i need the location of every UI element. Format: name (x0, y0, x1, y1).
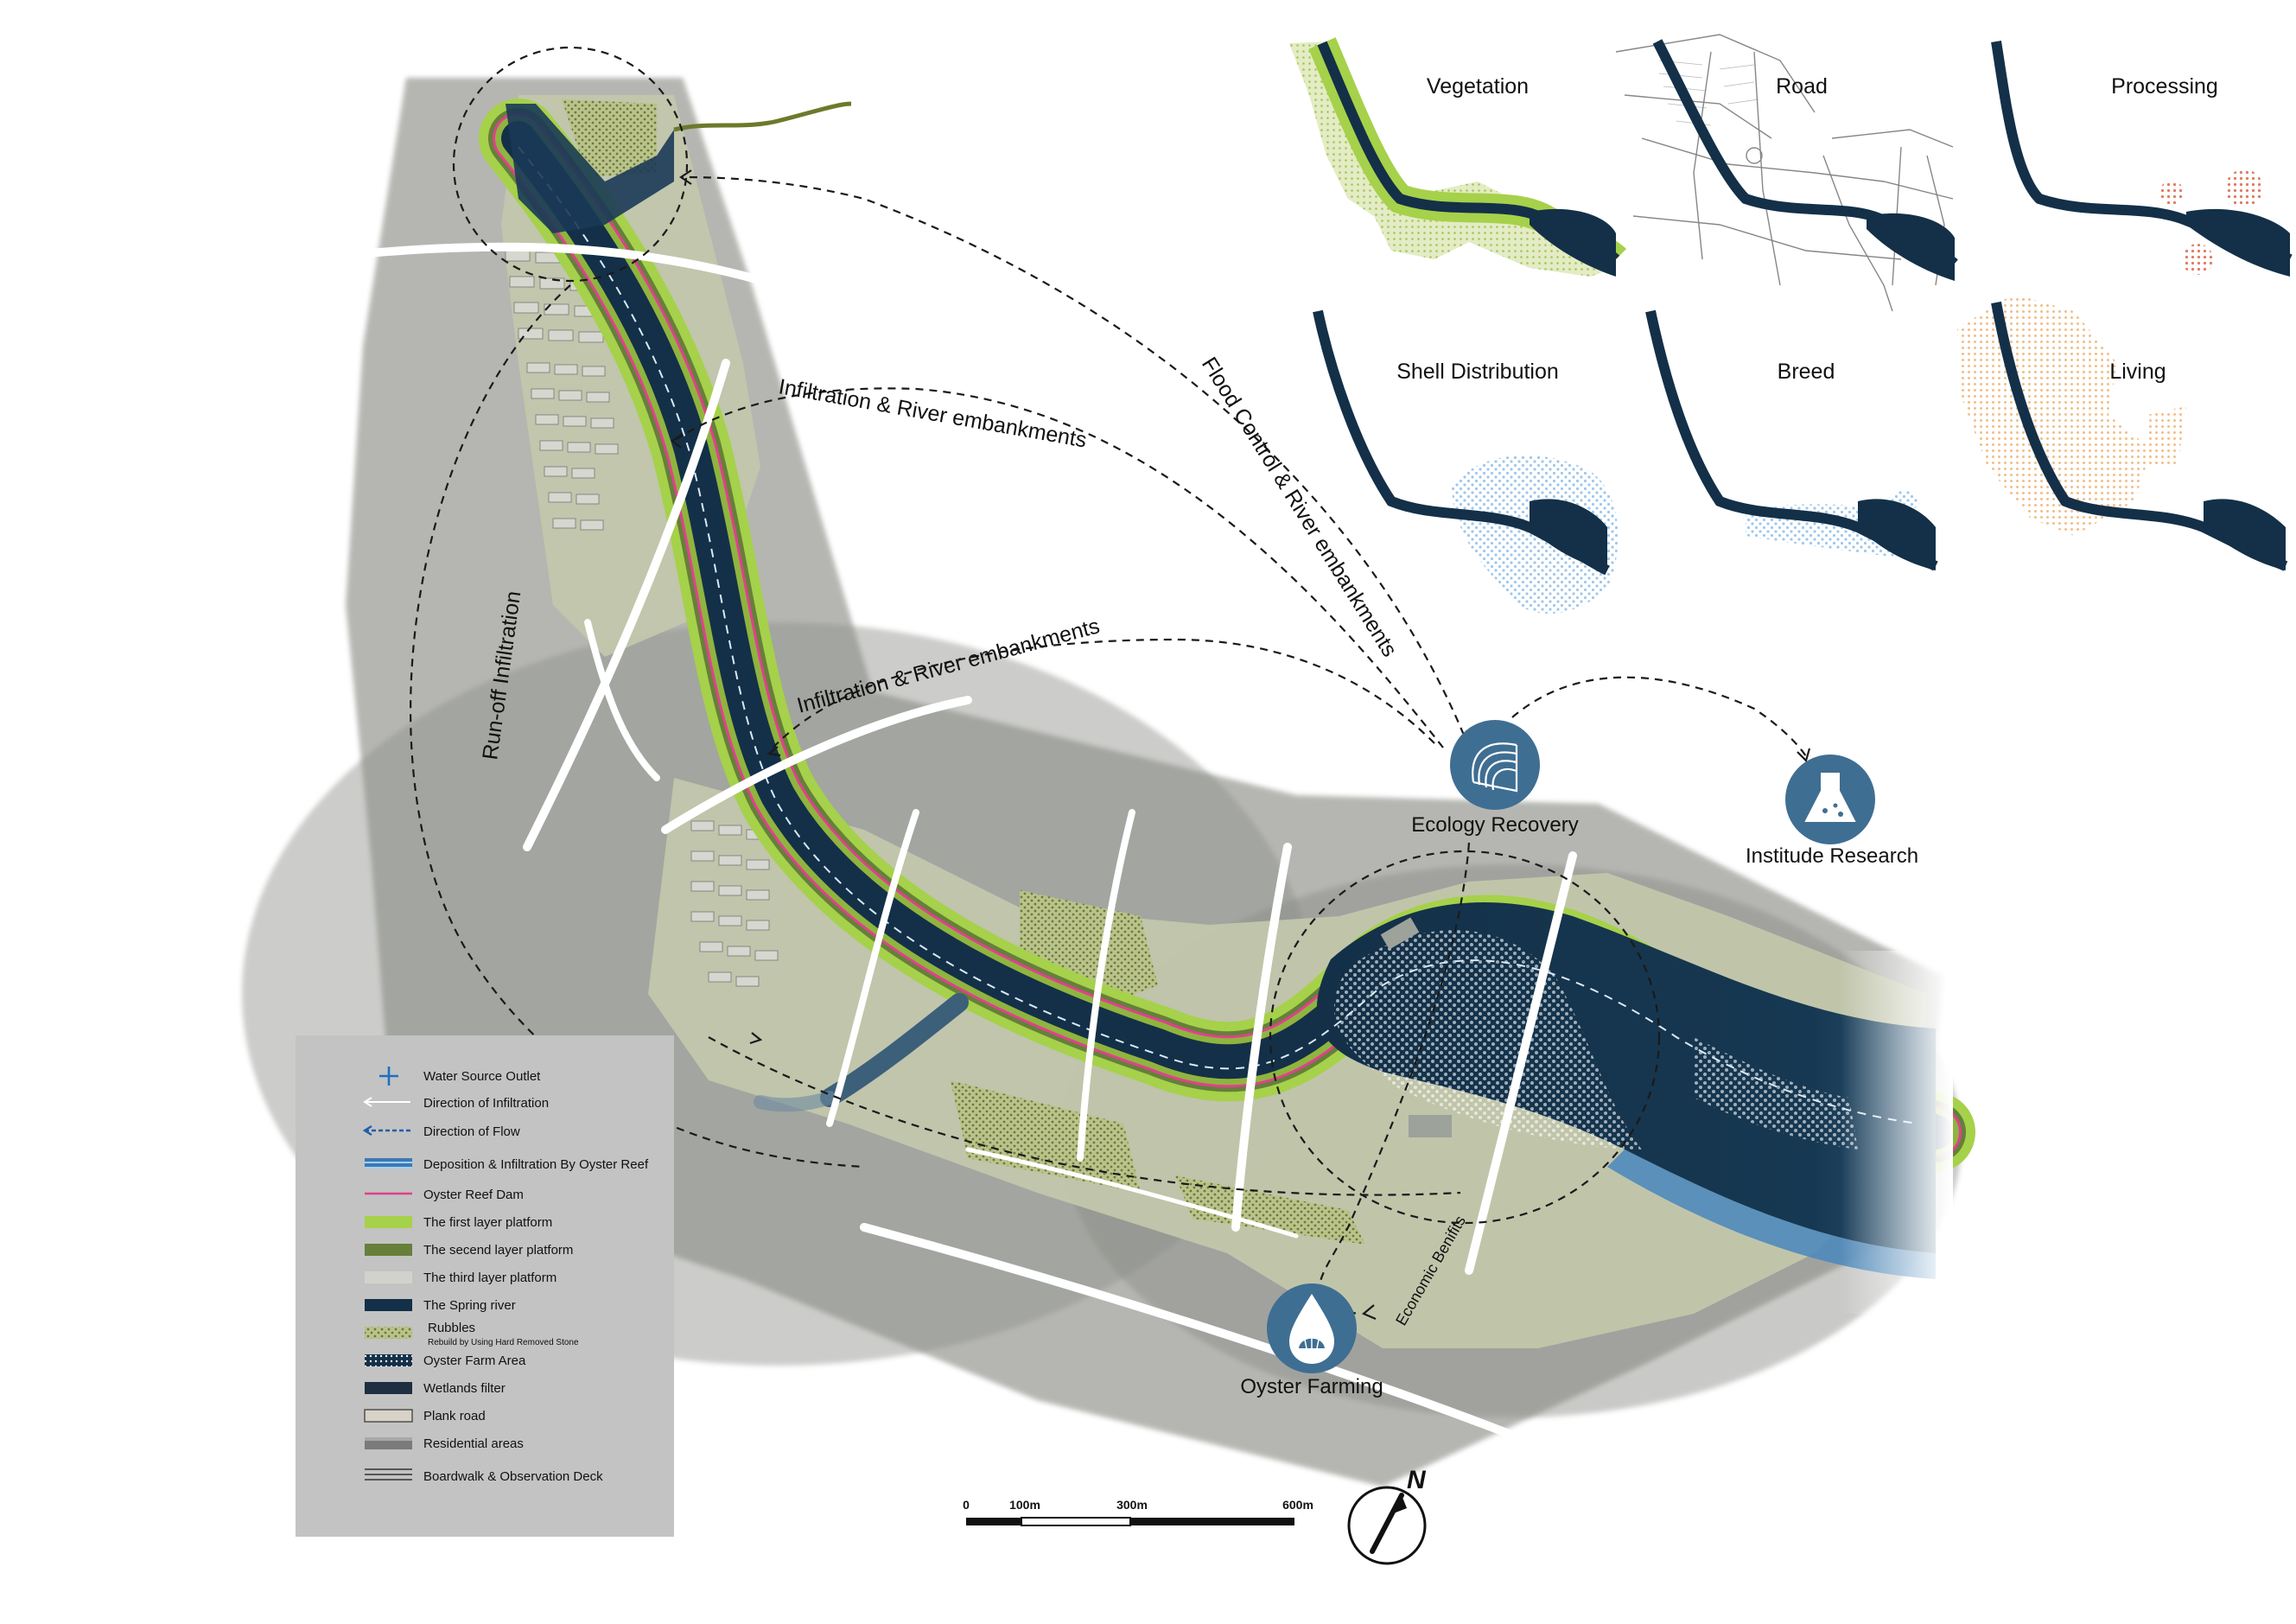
headwater-wetlands (506, 104, 674, 233)
north-label: N (1407, 1466, 1427, 1494)
scallop-drop-icon (1289, 1294, 1334, 1364)
legend-sub-9: Rebuild by Using Hard Removed Stone (428, 1338, 579, 1347)
thumbnail-label-road: Road (1776, 74, 1828, 99)
institude-research-node: Institude Research (1746, 755, 1918, 868)
thumbnail-label-vegetation: Vegetation (1427, 74, 1529, 99)
north-arrow: N (1347, 1466, 1427, 1565)
legend-label-5: The first layer platform (423, 1215, 552, 1230)
thumbnail-label-breed: Breed (1778, 360, 1835, 384)
legend-symbol-first-layer (365, 1216, 412, 1228)
legend-label-9: Rubbles (428, 1321, 475, 1335)
processing-site-1 (2159, 181, 2184, 205)
legend-symbol-rubbles (365, 1327, 412, 1339)
map-base (242, 78, 1975, 1487)
thumbnail-vegetation: Vegetation (1289, 37, 1627, 277)
legend-symbol-wetlands (365, 1382, 412, 1394)
legend-symbol-second-layer (365, 1244, 412, 1256)
runoff-arc-lower (708, 1036, 1461, 1196)
legend-label-10: Oyster Farm Area (423, 1353, 526, 1368)
legend-symbol-water-source (379, 1067, 398, 1086)
legend-label-2: Direction of Flow (423, 1124, 520, 1139)
scale-bar: 0 100m 300m 600m (963, 1498, 1313, 1526)
flask-icon (1804, 773, 1856, 822)
oyster-farm-area (1333, 930, 1642, 1150)
legend-symbol-residential (365, 1437, 412, 1449)
thumbnail-label-living: Living (2109, 360, 2166, 384)
processing-site-3 (2182, 244, 2213, 275)
legend-label-3: Deposition & Infiltration By Oyster Reef (423, 1157, 649, 1172)
legend-label-4: Oyster Reef Dam (423, 1188, 524, 1202)
arrow-heads (671, 169, 1811, 1321)
legend-symbol-boardwalk (365, 1468, 412, 1481)
fade-right (1841, 951, 1953, 1314)
scale-tick-600: 600m (1282, 1498, 1313, 1512)
observation-building-1 (1380, 917, 1420, 950)
ecology-recovery-label: Ecology Recovery (1411, 813, 1578, 837)
legend-label-14: Boardwalk & Observation Deck (423, 1469, 603, 1484)
rubble-field-top (562, 99, 657, 177)
thumbnail-label-shell-distribution: Shell Distribution (1396, 360, 1559, 384)
scale-tick-100: 100m (1009, 1498, 1040, 1512)
tributary-fade (754, 1091, 836, 1112)
infiltration-lower-arc (768, 638, 1435, 753)
institude-research-label: Institude Research (1746, 844, 1918, 868)
headwater-channel (673, 101, 852, 132)
research-arc (1511, 676, 1807, 757)
legend-symbol-plank-road (364, 1409, 413, 1423)
shell-layers-icon (1472, 742, 1518, 793)
thumbnail-shell-distribution: Shell Distribution (1313, 309, 1619, 614)
processing-site-2 (2225, 169, 2263, 207)
oyster-farming-label: Oyster Farming (1240, 1375, 1383, 1398)
focus-circle-top (452, 46, 689, 283)
legend-label-1: Direction of Infiltration (423, 1096, 549, 1111)
flood-control-arc (682, 175, 1471, 748)
legend-label-13: Residential areas (423, 1436, 524, 1451)
legend-label-0: Water Source Outlet (423, 1069, 541, 1084)
living-area-side (2147, 406, 2186, 467)
legend-label-8: The Spring river (423, 1298, 516, 1313)
legend-panel: Water Source Outlet Direction of Infiltr… (296, 1035, 674, 1537)
legend-label-7: The third layer platform (423, 1271, 557, 1285)
infiltration-upper-arc (673, 387, 1444, 748)
legend-label-6: The secend layer platform (423, 1243, 573, 1258)
legend-label-12: Plank road (423, 1409, 486, 1423)
legend-symbol-third-layer (365, 1271, 412, 1283)
legend-symbol-spring-river (365, 1299, 412, 1311)
legend-symbol-infiltration (363, 1097, 410, 1107)
runoff-arc (409, 284, 865, 1169)
scale-tick-0: 0 (963, 1498, 970, 1512)
legend-label-11: Wetlands filter (423, 1381, 506, 1396)
analysis-arrows (409, 46, 1807, 1315)
infiltration-upper-label: Infiltration & River embankments (777, 374, 1089, 452)
flood-control-label: Flood Control & River embankments (1197, 353, 1402, 661)
roads (341, 242, 1577, 1456)
legend-symbol-flow (362, 1124, 410, 1137)
tributary-channel (820, 993, 969, 1107)
living-area-main (1957, 294, 2152, 536)
thumbnail-breed: Breed (1645, 309, 1938, 571)
legend-symbol-oyster-farm (365, 1354, 412, 1366)
thumbnail-living: Living (1957, 294, 2288, 571)
rubble-field-4 (1175, 1175, 1365, 1245)
legend-symbol-deposition (365, 1158, 412, 1169)
oyster-farm-area-right (1694, 1037, 1858, 1150)
ecology-recovery-node: Ecology Recovery (1411, 720, 1579, 837)
oyster-farming-node: Oyster Farming (1240, 1283, 1383, 1398)
focus-circle-bottom (1269, 850, 1661, 1225)
scale-tick-300: 300m (1116, 1498, 1148, 1512)
thumbnail-label-processing: Processing (2111, 74, 2218, 99)
observation-building-2 (1409, 1115, 1452, 1137)
thumbnail-processing: Processing (1991, 41, 2293, 277)
thumbnail-road: Road (1615, 34, 1958, 312)
rubble-field-3 (951, 1080, 1141, 1193)
